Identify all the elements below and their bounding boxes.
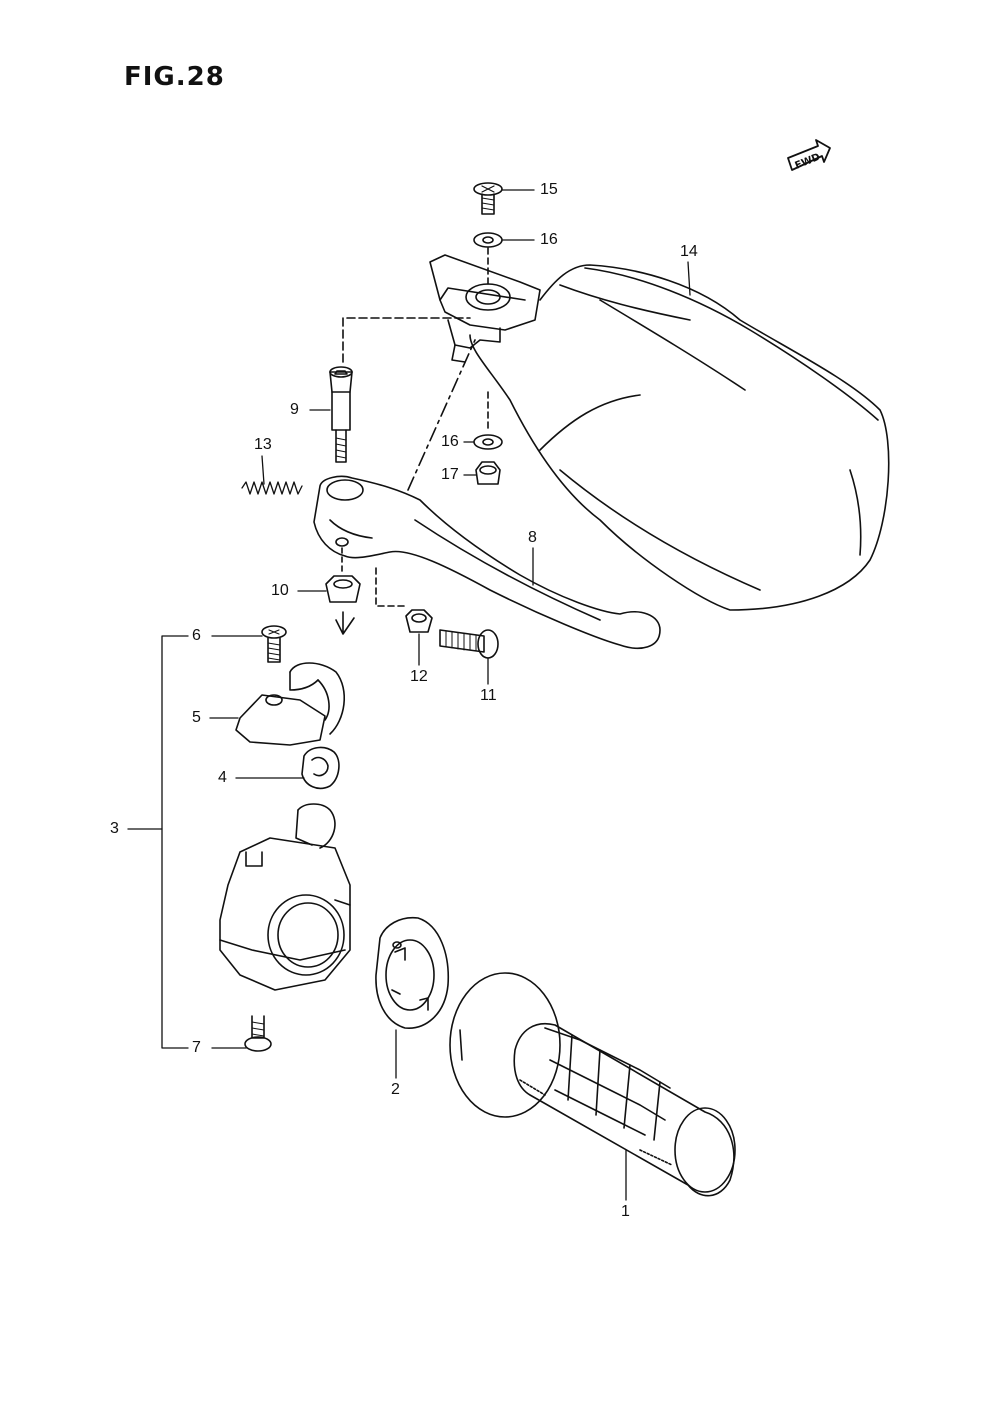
screw-6 (261, 625, 287, 663)
callout-13: 13 (254, 436, 272, 453)
nut-12 (405, 609, 433, 633)
callout-16-upper: 16 (540, 231, 558, 248)
spring-13 (241, 481, 303, 495)
callout-16-lower: 16 (441, 433, 459, 450)
figure-title: FIG.28 (124, 62, 225, 92)
callout-6: 6 (192, 627, 201, 644)
callout-3: 3 (110, 820, 119, 837)
screw-7 (244, 1015, 272, 1052)
clamp-cover-5 (235, 662, 345, 746)
lever-housing-3 (219, 803, 351, 991)
clip-4 (301, 746, 340, 790)
nut-10 (325, 575, 361, 603)
nut-17 (475, 461, 501, 485)
leader-lines (127, 189, 691, 1201)
throttle-ring-2 (375, 916, 450, 1029)
callout-17: 17 (441, 466, 459, 483)
screw-15 (473, 182, 503, 215)
callout-14: 14 (680, 243, 698, 260)
callout-15: 15 (540, 181, 558, 198)
callout-4: 4 (218, 769, 227, 786)
washer-16-lower (473, 434, 503, 450)
callout-2: 2 (391, 1081, 400, 1098)
fwd-arrow-icon: FWD (787, 139, 831, 172)
pivot-bolt-9 (329, 366, 353, 463)
callout-7: 7 (192, 1039, 201, 1056)
guard-bracket (429, 254, 541, 363)
callout-1: 1 (621, 1203, 630, 1220)
callout-11: 11 (480, 687, 497, 704)
callout-5: 5 (192, 709, 201, 726)
handle-grip-1 (449, 972, 736, 1197)
callout-9: 9 (290, 401, 299, 418)
hand-guard (469, 264, 890, 611)
washer-16-upper (473, 232, 503, 248)
clutch-lever-8 (313, 475, 661, 649)
callout-8: 8 (528, 529, 537, 546)
callout-12: 12 (410, 668, 428, 685)
bolt-11 (439, 629, 499, 659)
callout-10: 10 (271, 582, 289, 599)
